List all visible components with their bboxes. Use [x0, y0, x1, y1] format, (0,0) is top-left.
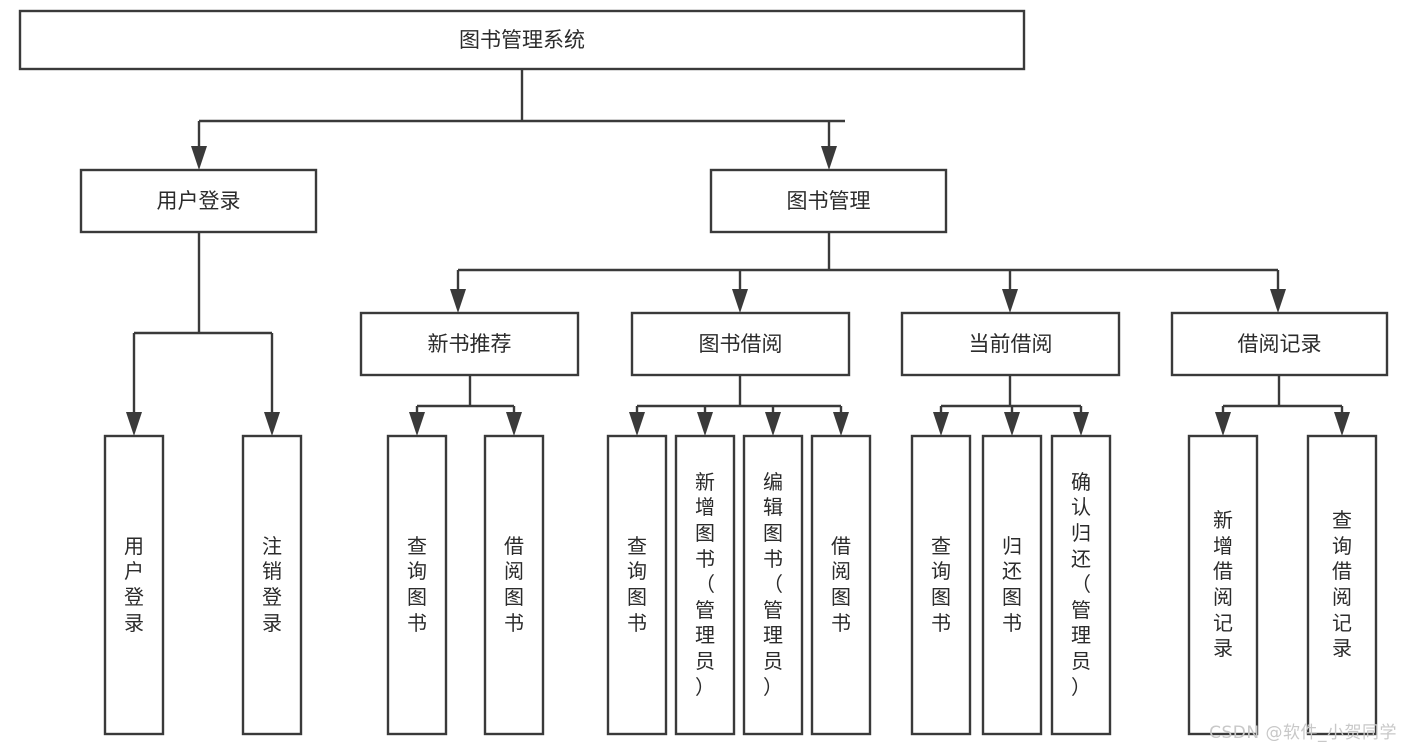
arrowhead-leaf-1: [126, 412, 142, 436]
arrowhead-leaf-13: [1334, 412, 1350, 436]
node-leaf-box-12[interactable]: [1187, 434, 1259, 736]
node-level3-label-1: 新书推荐: [428, 332, 512, 356]
node-level3-label-4: 借阅记录: [1238, 332, 1322, 356]
node-leaf-box-7[interactable]: [742, 434, 804, 736]
node-leaf-box-2[interactable]: [241, 434, 303, 736]
node-level3-label-2: 图书借阅: [699, 332, 783, 356]
arrowhead-borrow-record: [1270, 289, 1286, 313]
node-level2-label-1: 用户登录: [157, 189, 241, 213]
arrowhead-current-borrow: [1002, 289, 1018, 313]
arrowhead-leaf-6: [697, 412, 713, 436]
arrowhead-user-login: [191, 146, 207, 170]
arrowhead-leaf-12: [1215, 412, 1231, 436]
arrowhead-book-borrow: [732, 289, 748, 313]
node-level2-box-1[interactable]: [79, 168, 318, 234]
arrowhead-leaf-10: [1004, 412, 1020, 436]
arrowhead-leaf-3: [409, 412, 425, 436]
node-leaf-box-10[interactable]: [981, 434, 1043, 736]
node-leaf-box-9[interactable]: [910, 434, 972, 736]
arrowhead-leaf-4: [506, 412, 522, 436]
node-level3-box-3[interactable]: [900, 311, 1121, 377]
arrowhead-leaf-2: [264, 412, 280, 436]
node-root-box[interactable]: [18, 9, 1026, 71]
arrowheads-layer: [126, 146, 1350, 436]
connectors-layer: [132, 69, 1344, 418]
node-leaf-box-3[interactable]: [386, 434, 448, 736]
node-leaf-box-4[interactable]: [483, 434, 545, 736]
node-root-label: 图书管理系统: [459, 28, 585, 52]
node-leaf-box-13[interactable]: [1306, 434, 1378, 736]
node-level3-box-1[interactable]: [359, 311, 580, 377]
arrowhead-leaf-5: [629, 412, 645, 436]
node-level2-label-2: 图书管理: [787, 189, 871, 213]
node-boxes-layer: [18, 9, 1389, 736]
arrowhead-new-book: [450, 289, 466, 313]
node-leaf-box-8[interactable]: [810, 434, 872, 736]
node-level3-label-3: 当前借阅: [969, 332, 1053, 356]
node-leaf-box-6[interactable]: [674, 434, 736, 736]
arrowhead-book-manage: [821, 146, 837, 170]
arrowhead-leaf-7: [765, 412, 781, 436]
node-leaf-box-5[interactable]: [606, 434, 668, 736]
node-leaf-box-11[interactable]: [1050, 434, 1112, 736]
arrowhead-leaf-8: [833, 412, 849, 436]
node-leaf-box-1[interactable]: [103, 434, 165, 736]
watermark: CSDN @软件_小贺同学: [1209, 723, 1397, 743]
arrowhead-leaf-11: [1073, 412, 1089, 436]
arrowhead-leaf-9: [933, 412, 949, 436]
